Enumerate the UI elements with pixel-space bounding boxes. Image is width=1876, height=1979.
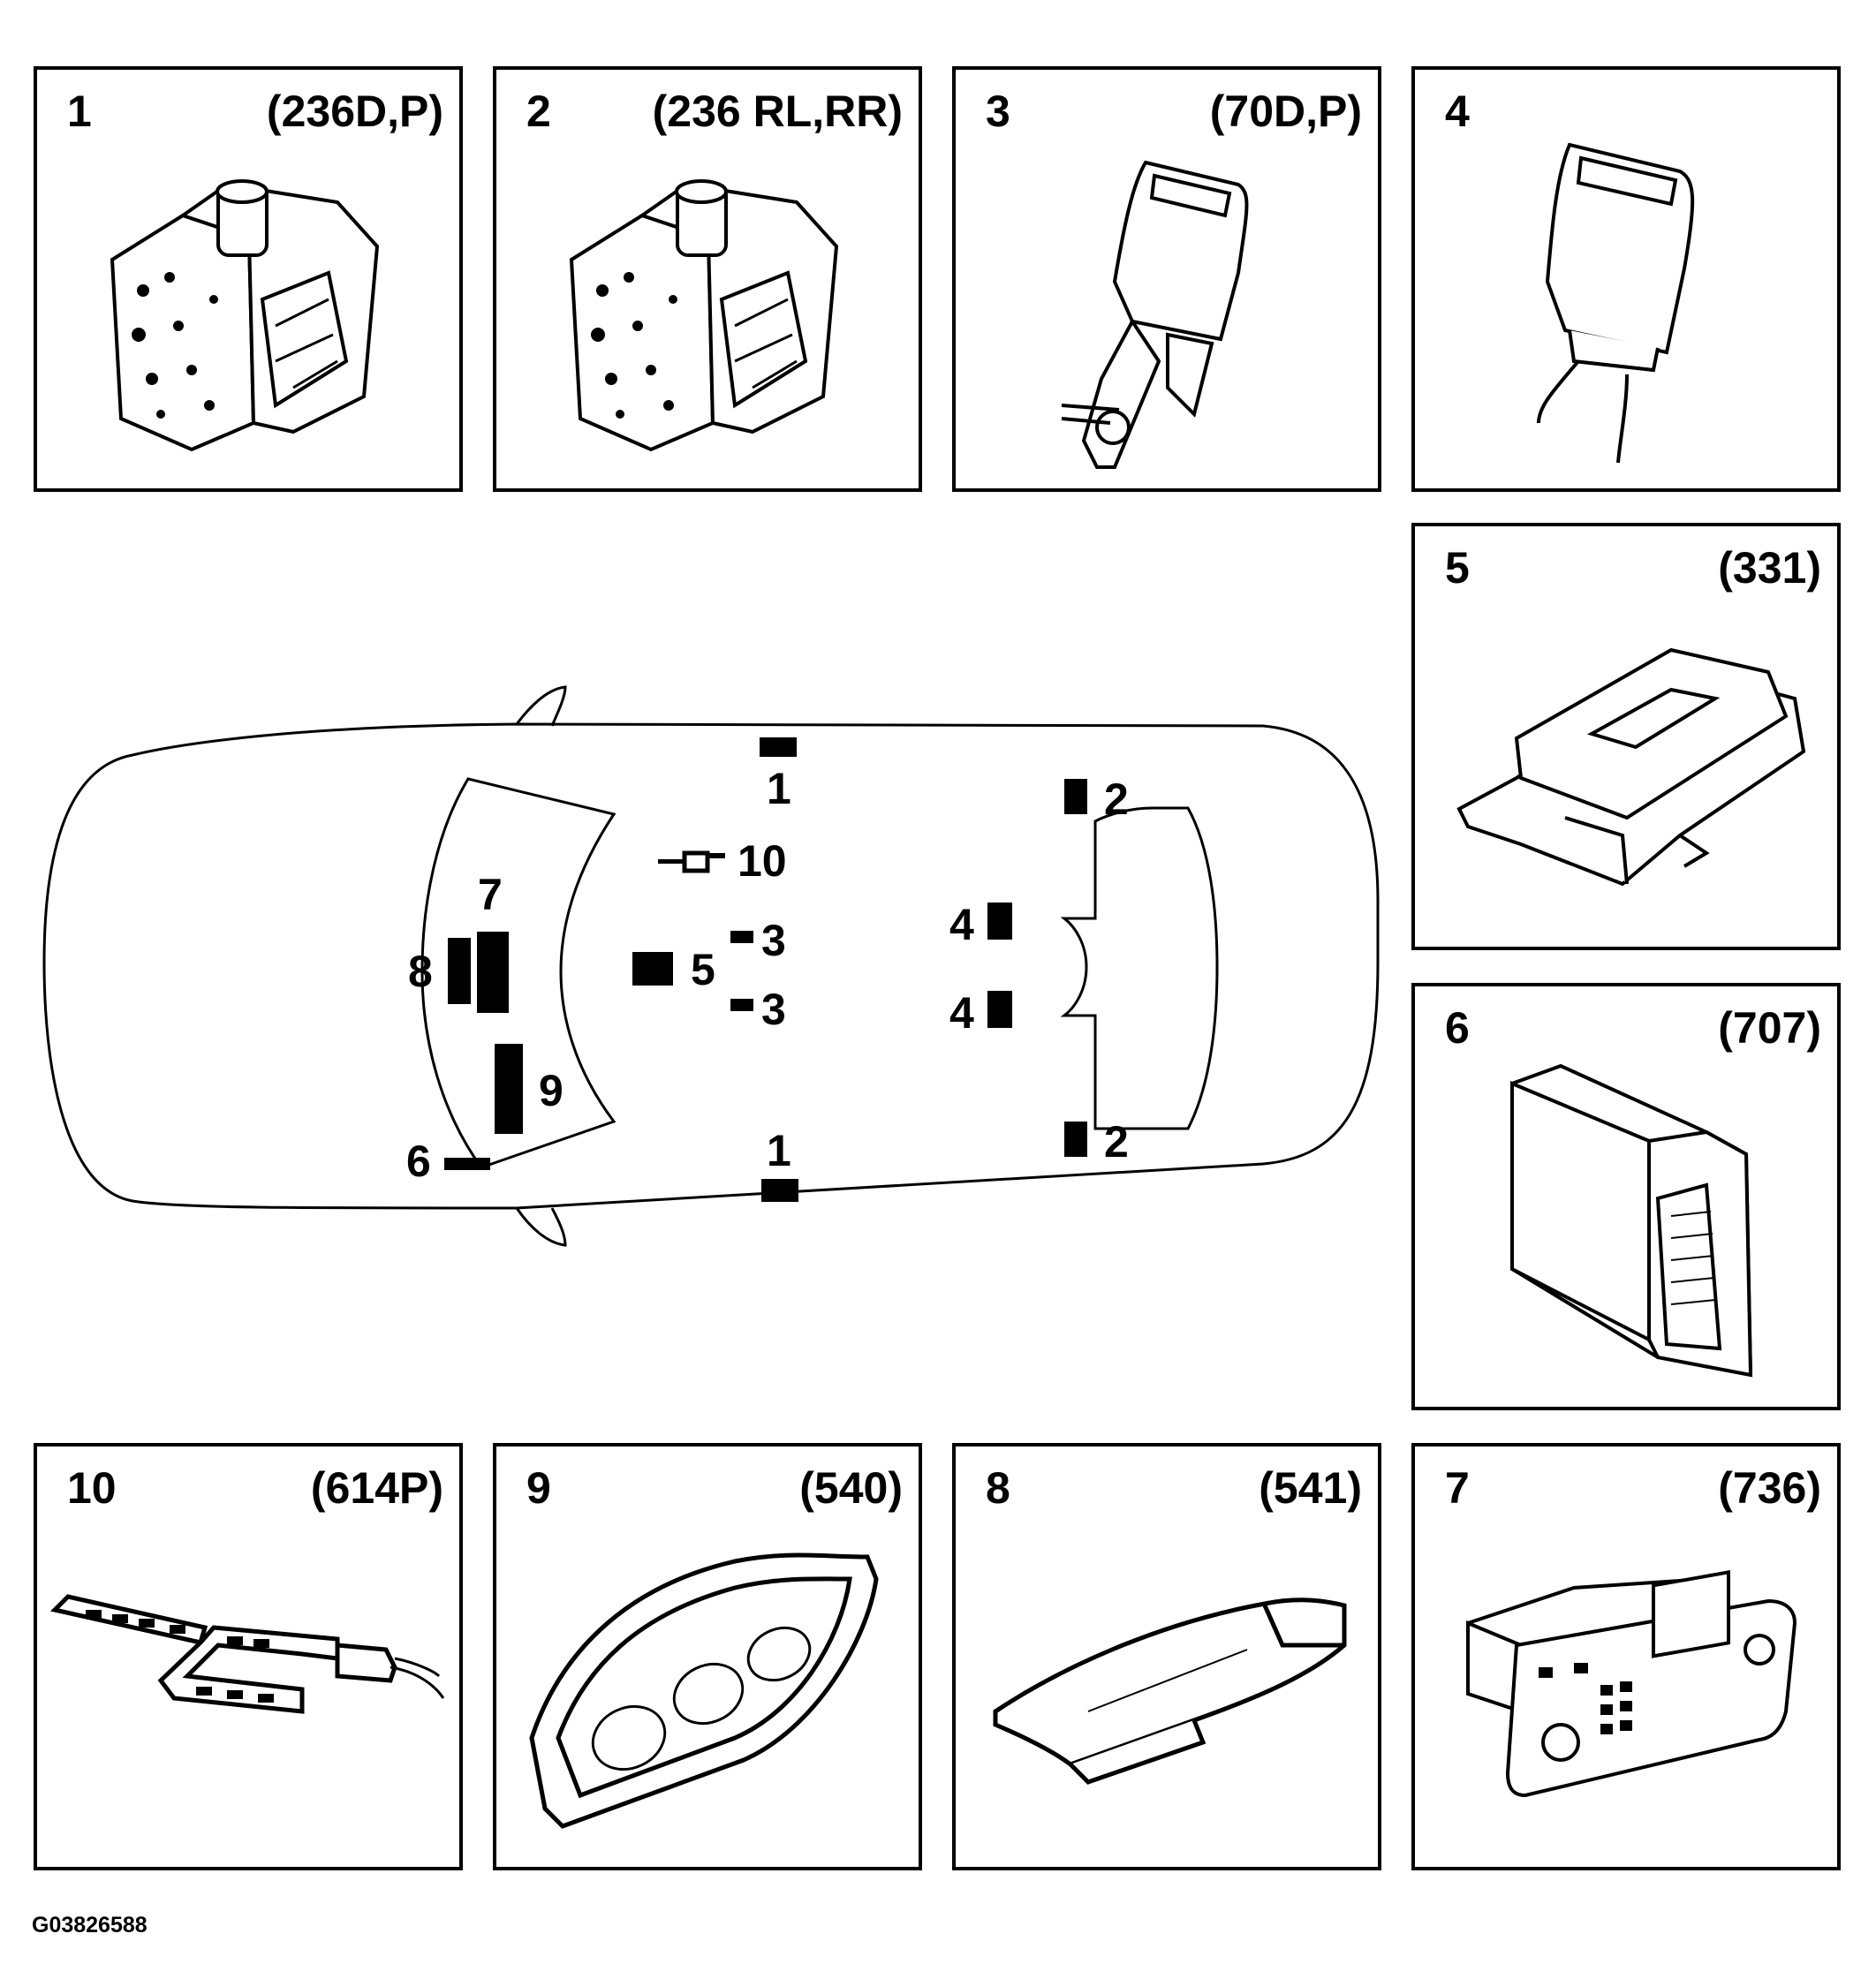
panel-code: (236D,P) [266,87,443,136]
panel-code: (707) [1718,1003,1821,1053]
panel-code: (541) [1259,1463,1362,1513]
car-label-3-lower: 3 [761,985,786,1034]
panel-number: 6 [1445,1003,1470,1053]
airbag-control-module-icon [1456,647,1806,887]
seat-belt-buckle-icon [1061,160,1249,469]
panel-code: (70D,P) [1209,87,1362,136]
car-label-4-upper: 4 [949,900,974,949]
panel-code: (736) [1718,1463,1821,1513]
car-label-7: 7 [478,870,503,919]
car-label-8: 8 [408,947,433,996]
panel-number: 4 [1445,87,1470,136]
location-marker-7 [477,932,509,1013]
component-panel-10: 10 (614P) [34,1443,463,1870]
component-panel-8: 8 (541) [952,1443,1381,1870]
car-label-3-upper: 3 [761,916,786,965]
panel-code: (331) [1718,543,1821,593]
panel-number: 10 [67,1463,117,1513]
car-label-6: 6 [406,1137,431,1186]
location-marker-8 [448,938,471,1004]
right-mirror-outline [515,1207,567,1247]
car-label-2-upper: 2 [1104,774,1129,824]
location-marker-3-upper [730,931,753,943]
component-panel-9: 9 (540) [493,1443,922,1870]
component-panel-1: 1 (236D,P) [34,66,463,492]
car-body-outline [42,722,1380,1210]
location-marker-4-lower [987,991,1012,1028]
location-marker-1-rear [761,1179,798,1202]
component-panel-5: 5 (331) [1411,523,1841,950]
location-marker-2-upper [1064,779,1087,814]
panel-number: 5 [1445,543,1470,593]
component-panel-4: 4 [1411,66,1841,492]
location-marker-9 [495,1044,523,1134]
location-marker-5 [632,952,673,986]
instrument-cluster-icon [529,1552,879,1829]
component-panel-7: 7 (736) [1411,1443,1841,1870]
car-label-1-rear: 1 [767,1126,791,1175]
component-panel-6: 6 (707) [1411,983,1841,1410]
climate-control-panel-icon [1466,1570,1797,1798]
figure-id: G03826588 [32,1913,148,1937]
seat-belt-buckle-icon [1537,142,1695,464]
location-marker-6 [444,1158,490,1170]
rear-seat-outline [1060,806,1219,1130]
seat-belt-pretensioner-icon [110,179,380,452]
location-marker-2-lower [1064,1122,1087,1157]
panel-number: 3 [986,87,1010,136]
car-label-5: 5 [691,945,715,994]
instrument-display-icon [993,1598,1347,1785]
panel-code: (540) [799,1463,903,1513]
component-panel-2: 2 (236 RL,RR) [493,66,922,492]
seat-belt-pretensioner-icon [569,179,839,452]
panel-number: 1 [67,87,92,136]
component-panel-3: 3 (70D,P) [952,66,1381,492]
panel-number: 7 [1445,1463,1470,1513]
location-marker-1-front [760,737,797,757]
car-label-4-lower: 4 [949,988,974,1038]
car-label-2-lower: 2 [1104,1117,1129,1167]
location-marker-3-lower [730,999,753,1011]
panel-number: 2 [526,87,551,136]
panel-number: 8 [986,1463,1010,1513]
car-label-10: 10 [738,836,787,886]
car-label-9: 9 [539,1066,564,1115]
left-mirror-outline [515,685,567,727]
occupant-sensor-mat-icon [50,1594,445,1714]
location-marker-10 [658,850,725,873]
location-marker-4-upper [987,903,1012,940]
electronic-module-icon [1510,1063,1753,1378]
panel-code: (614P) [310,1463,443,1513]
panel-number: 9 [526,1463,551,1513]
car-label-1-front: 1 [767,764,791,813]
panel-code: (236 RL,RR) [652,87,903,136]
